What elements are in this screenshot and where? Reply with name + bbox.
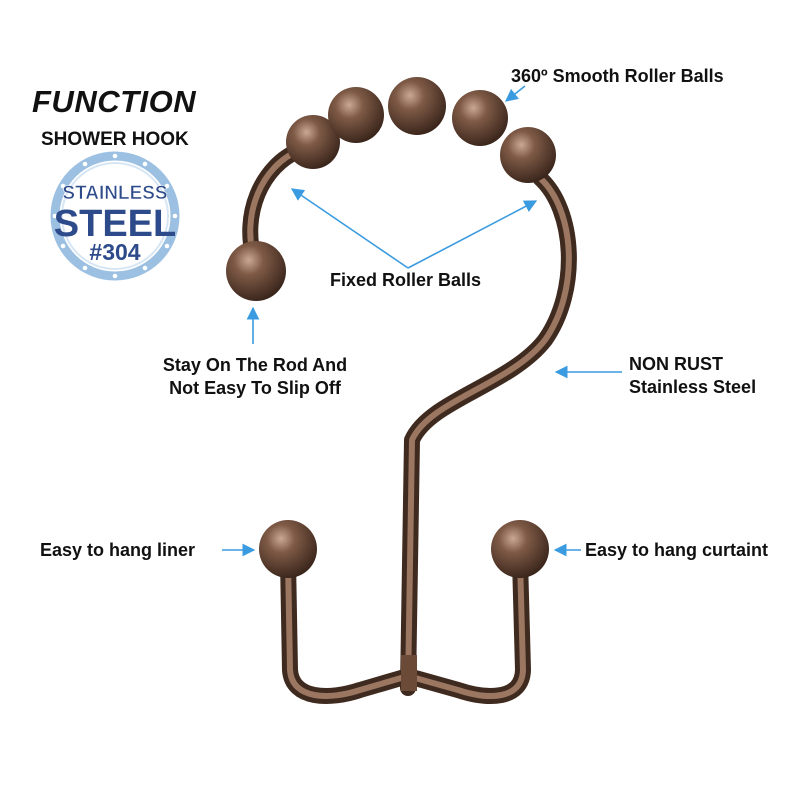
label-non-rust-line1: NON RUST (629, 354, 723, 374)
badge-text-grade: #304 (89, 239, 140, 265)
label-hang-curtain: Easy to hang curtaint (585, 540, 769, 560)
label-non-rust: NON RUST Stainless Steel (629, 353, 756, 399)
label-stay-line2: Not Easy To Slip Off (169, 378, 341, 398)
label-stay-line1: Stay On The Rod And (162, 355, 348, 375)
label-fixed-roller-balls: Fixed Roller Balls (330, 270, 482, 290)
badge-text-stainless: STAINLESS (62, 183, 167, 204)
label-hang-liner: Easy to hang liner (40, 540, 196, 560)
page-subtitle: SHOWER HOOK (41, 129, 189, 150)
label-stay-on-rod: Stay On The Rod And Not Easy To Slip Off (142, 354, 368, 400)
badge-text-steel: STEEL (54, 203, 176, 245)
roller-balls (286, 77, 556, 183)
end-balls (226, 241, 549, 578)
hook-rod (242, 142, 577, 704)
label-roller-balls: 360º Smooth Roller Balls (511, 66, 724, 86)
callout-arrows (222, 85, 622, 557)
label-non-rust-line2: Stainless Steel (629, 377, 757, 397)
stainless-steel-badge: STAINLESS STEEL #304 (50, 151, 180, 281)
page-title: FUNCTION (32, 84, 197, 119)
